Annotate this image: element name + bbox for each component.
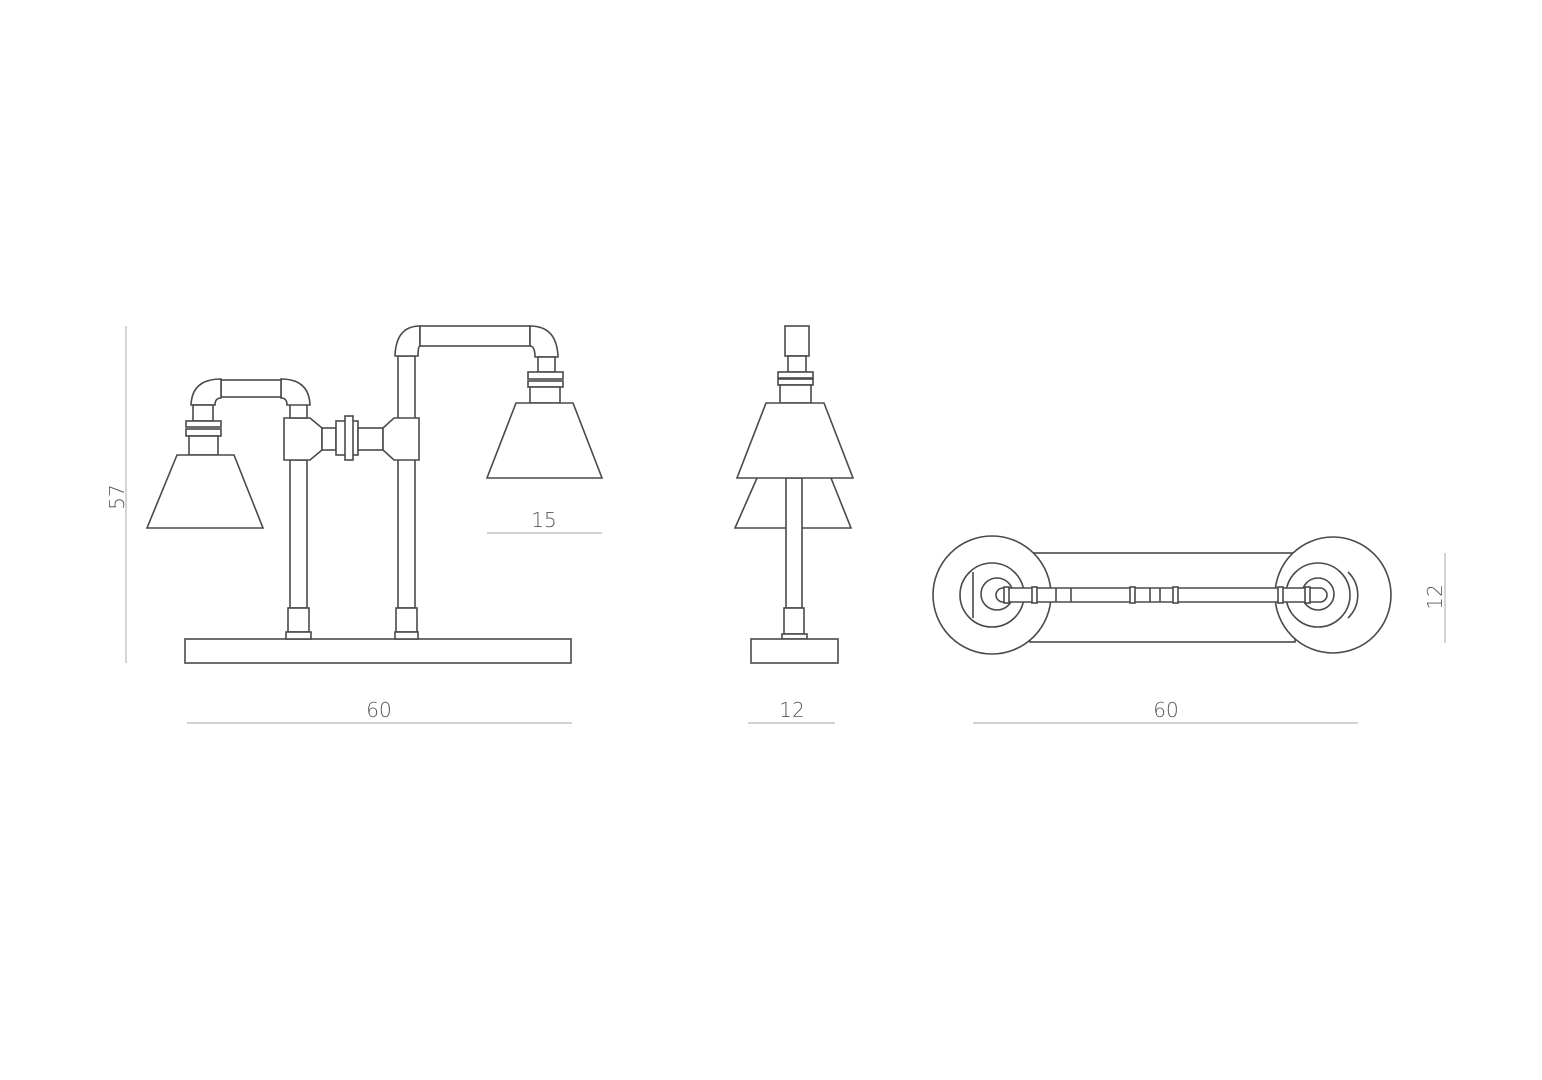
right-lamp-shade	[485, 402, 604, 479]
right-arm	[394, 325, 564, 404]
top-rod	[995, 586, 1328, 604]
side-view: 12	[733, 325, 855, 724]
shade-label: 15	[531, 508, 556, 532]
side-post	[785, 477, 803, 609]
tee-connector	[283, 415, 420, 461]
top-width-label: 60	[1153, 698, 1178, 722]
side-base	[750, 638, 839, 664]
depth-label: 12	[779, 698, 804, 722]
front-lamp-shade	[735, 402, 855, 479]
left-post	[285, 459, 312, 640]
base	[184, 638, 572, 664]
front-view: 57	[105, 325, 604, 724]
top-depth-label: 12	[1423, 584, 1447, 609]
height-label: 57	[105, 484, 129, 509]
left-lamp-shade	[145, 454, 265, 529]
right-post	[394, 355, 419, 640]
top-view: 12 60	[932, 535, 1447, 724]
left-arm	[185, 378, 311, 456]
side-elbow	[784, 325, 810, 357]
width-label: 60	[366, 698, 391, 722]
